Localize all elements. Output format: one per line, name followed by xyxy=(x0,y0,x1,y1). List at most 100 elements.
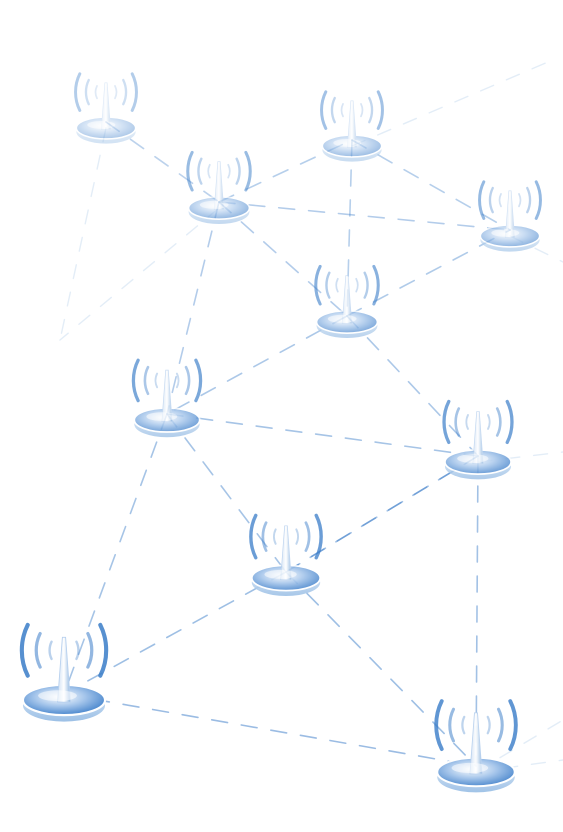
signal-arc xyxy=(448,707,455,743)
connection-line xyxy=(346,315,479,457)
antenna-node xyxy=(442,399,514,480)
nodes-layer xyxy=(19,72,542,793)
connection-line xyxy=(166,315,348,415)
antenna-icon xyxy=(57,636,71,703)
signal-arc xyxy=(376,90,384,130)
signal-arc xyxy=(304,521,311,552)
signal-arc xyxy=(461,715,466,735)
signal-waves-icon xyxy=(434,699,518,751)
signal-arc xyxy=(372,264,380,306)
connection-line xyxy=(346,139,353,317)
disc-highlight xyxy=(146,412,178,421)
signal-arc xyxy=(114,85,118,100)
signal-arc xyxy=(34,631,42,669)
signal-arc xyxy=(314,264,322,306)
signal-arc xyxy=(434,699,444,751)
connection-line xyxy=(166,413,287,573)
signal-arc xyxy=(184,365,191,396)
disc-highlight xyxy=(199,200,229,209)
antenna-icon xyxy=(341,275,353,324)
signal-arc xyxy=(534,180,542,220)
signal-arc xyxy=(19,622,30,678)
signal-arc xyxy=(235,157,241,185)
signal-arc xyxy=(175,372,180,389)
connection-line xyxy=(475,719,563,773)
connection-line xyxy=(105,121,220,203)
antenna-node xyxy=(131,358,203,438)
signal-arc xyxy=(442,399,451,445)
signal-arc xyxy=(314,513,323,560)
signal-arc xyxy=(495,407,502,437)
signal-arc xyxy=(244,150,252,192)
signal-arc xyxy=(143,365,150,396)
signal-arc xyxy=(295,528,299,545)
signal-waves-icon xyxy=(442,399,514,445)
antenna-node xyxy=(186,150,252,224)
antenna-node xyxy=(434,699,518,793)
signal-waves-icon xyxy=(186,150,252,192)
signal-arc xyxy=(498,193,502,208)
signal-arc xyxy=(330,96,336,124)
signal-arc xyxy=(48,640,53,661)
signal-waves-icon xyxy=(74,72,138,112)
signal-waves-icon xyxy=(320,90,384,130)
connection-line xyxy=(166,201,220,415)
disc-highlight xyxy=(87,120,116,129)
disc-highlight xyxy=(327,314,357,323)
antenna-node xyxy=(19,622,109,722)
signal-arc xyxy=(360,103,364,118)
antenna-node xyxy=(249,513,323,596)
connection-line xyxy=(63,693,477,767)
connection-line xyxy=(218,201,511,231)
signal-waves-icon xyxy=(478,180,542,220)
signal-arc xyxy=(197,157,203,185)
connection-line xyxy=(59,127,107,341)
antenna-icon xyxy=(161,369,173,423)
signal-arc xyxy=(186,150,194,192)
connection-line xyxy=(351,61,549,147)
signal-arc xyxy=(340,103,344,118)
antenna-icon xyxy=(469,712,483,775)
signal-arc xyxy=(518,193,522,208)
signal-arc xyxy=(478,180,486,220)
signal-arc xyxy=(465,414,469,430)
connection-line xyxy=(59,207,220,341)
signal-waves-icon xyxy=(314,264,380,306)
signal-arc xyxy=(325,271,331,299)
signal-arc xyxy=(94,85,98,100)
antenna-node xyxy=(314,264,380,338)
signal-arc xyxy=(154,372,159,389)
signal-waves-icon xyxy=(19,622,109,678)
signal-arc xyxy=(487,414,491,430)
antenna-icon xyxy=(346,100,358,148)
signal-arc xyxy=(227,163,231,179)
signal-arc xyxy=(486,715,491,735)
signal-arc xyxy=(505,399,514,445)
signal-arc xyxy=(363,271,369,299)
signal-arc xyxy=(497,707,504,743)
disc-highlight xyxy=(264,569,297,579)
signal-arc xyxy=(488,186,494,214)
signal-arc xyxy=(75,640,80,661)
connection-line xyxy=(166,413,479,457)
signal-waves-icon xyxy=(249,513,323,560)
connection-line xyxy=(475,455,479,767)
connection-line xyxy=(285,571,477,767)
antenna-node xyxy=(74,72,138,144)
signal-arc xyxy=(526,186,532,214)
signal-arc xyxy=(207,163,211,179)
connection-line xyxy=(285,455,479,573)
antenna-node xyxy=(478,180,542,252)
signal-arc xyxy=(130,72,138,112)
signal-arc xyxy=(249,513,258,560)
antenna-icon xyxy=(100,82,112,130)
signal-arc xyxy=(273,528,277,545)
antenna-icon xyxy=(213,161,225,210)
disc-highlight xyxy=(491,228,520,237)
disc-highlight xyxy=(457,454,489,463)
signal-arc xyxy=(194,358,203,403)
signal-arc xyxy=(368,96,374,124)
signal-arc xyxy=(98,622,109,678)
